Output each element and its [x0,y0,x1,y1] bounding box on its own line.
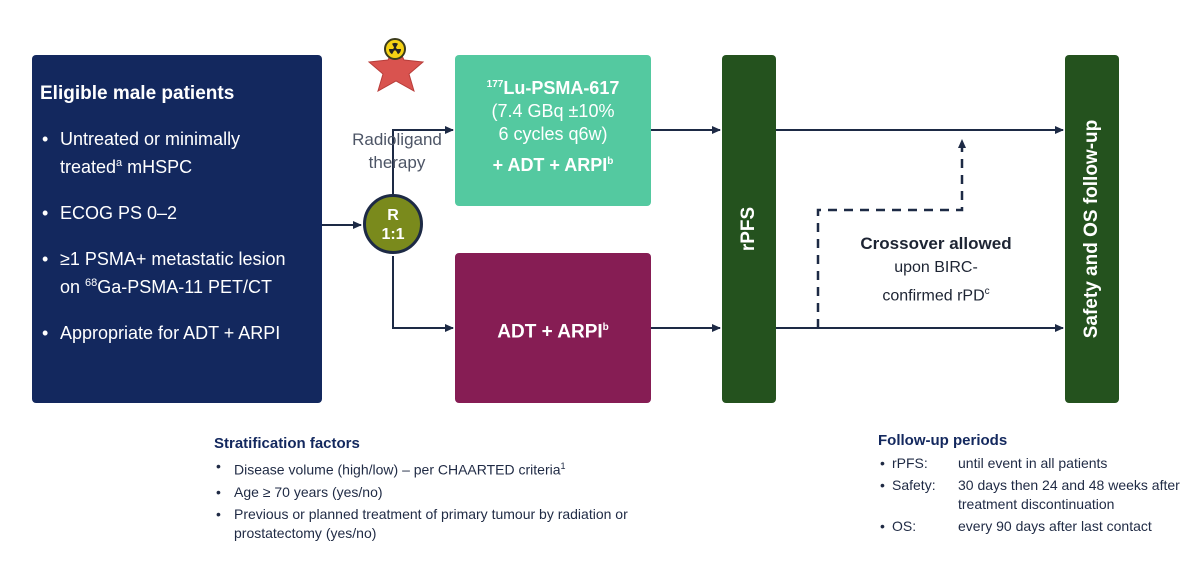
arm1-combo: + ADT + ARPIb [492,155,614,175]
arrow-randomisation-to-arm1 [392,126,454,194]
safety-os-followup-bar: Safety and OS follow-up [1065,55,1119,403]
crossover-dashed-arrow [816,139,966,328]
arm1-name: 177Lu-PSMA-617 [486,78,620,98]
stratification-factors: Stratification factors Disease volume (h… [214,434,714,546]
rpfs-bar: rPFS [722,55,776,403]
followup-item: •rPFS:until event in all patients [880,455,1108,471]
rpfs-label: rPFS [738,206,759,252]
arm1-cycles: 6 cycles q6w) [498,124,608,144]
crossover-line2: confirmed rPDc [882,286,990,305]
eligibility-title: Eligible male patients [40,83,235,104]
arm1-dose: (7.4 GBq ±10% [491,101,615,121]
star-icon [367,42,425,92]
stratification-item: Previous or planned treatment of primary… [214,505,714,543]
radiation-hazard-icon [384,38,406,60]
follow-up-periods: Follow-up periods •rPFS:until event in a… [878,431,1188,539]
eligibility-item: ECOG PS 0–2 [40,201,308,225]
eligibility-item: Appropriate for ADT + ARPI [40,321,308,345]
stratification-item: Disease volume (high/low) – per CHAARTED… [214,457,714,480]
safety-label: Safety and OS follow-up [1081,119,1102,339]
eligibility-item: Untreated or minimally treateda mHSPC [40,127,308,179]
arm1-lu-psma-box: 177Lu-PSMA-617 (7.4 GBq ±10% 6 cycles q6… [455,55,651,206]
stratification-item: Age ≥ 70 years (yes/no) [214,483,714,502]
arm2-adt-arpi-box: ADT + ARPIb [455,253,651,403]
eligibility-box: Eligible male patients Untreated or mini… [32,55,322,403]
followup-item: •OS:every 90 days after last contact [880,518,1152,534]
followup-item: •Safety:30 days then 24 and 48 weeks aft… [880,477,1180,512]
radioligand-therapy-label: Radioligand therapy [352,130,442,172]
stratification-title: Stratification factors [214,435,360,452]
followup-title: Follow-up periods [878,432,1008,449]
eligibility-item: ≥1 PSMA+ metastatic lesion on 68Ga-PSMA-… [40,247,308,299]
crossover-line1: upon BIRC- [894,259,978,276]
crossover-note: Crossover allowed upon BIRC- confirmed r… [832,232,1040,308]
crossover-title: Crossover allowed [860,234,1012,253]
arrow-randomisation-to-arm2 [392,256,454,332]
randomisation-circle: R 1:1 [363,194,423,254]
